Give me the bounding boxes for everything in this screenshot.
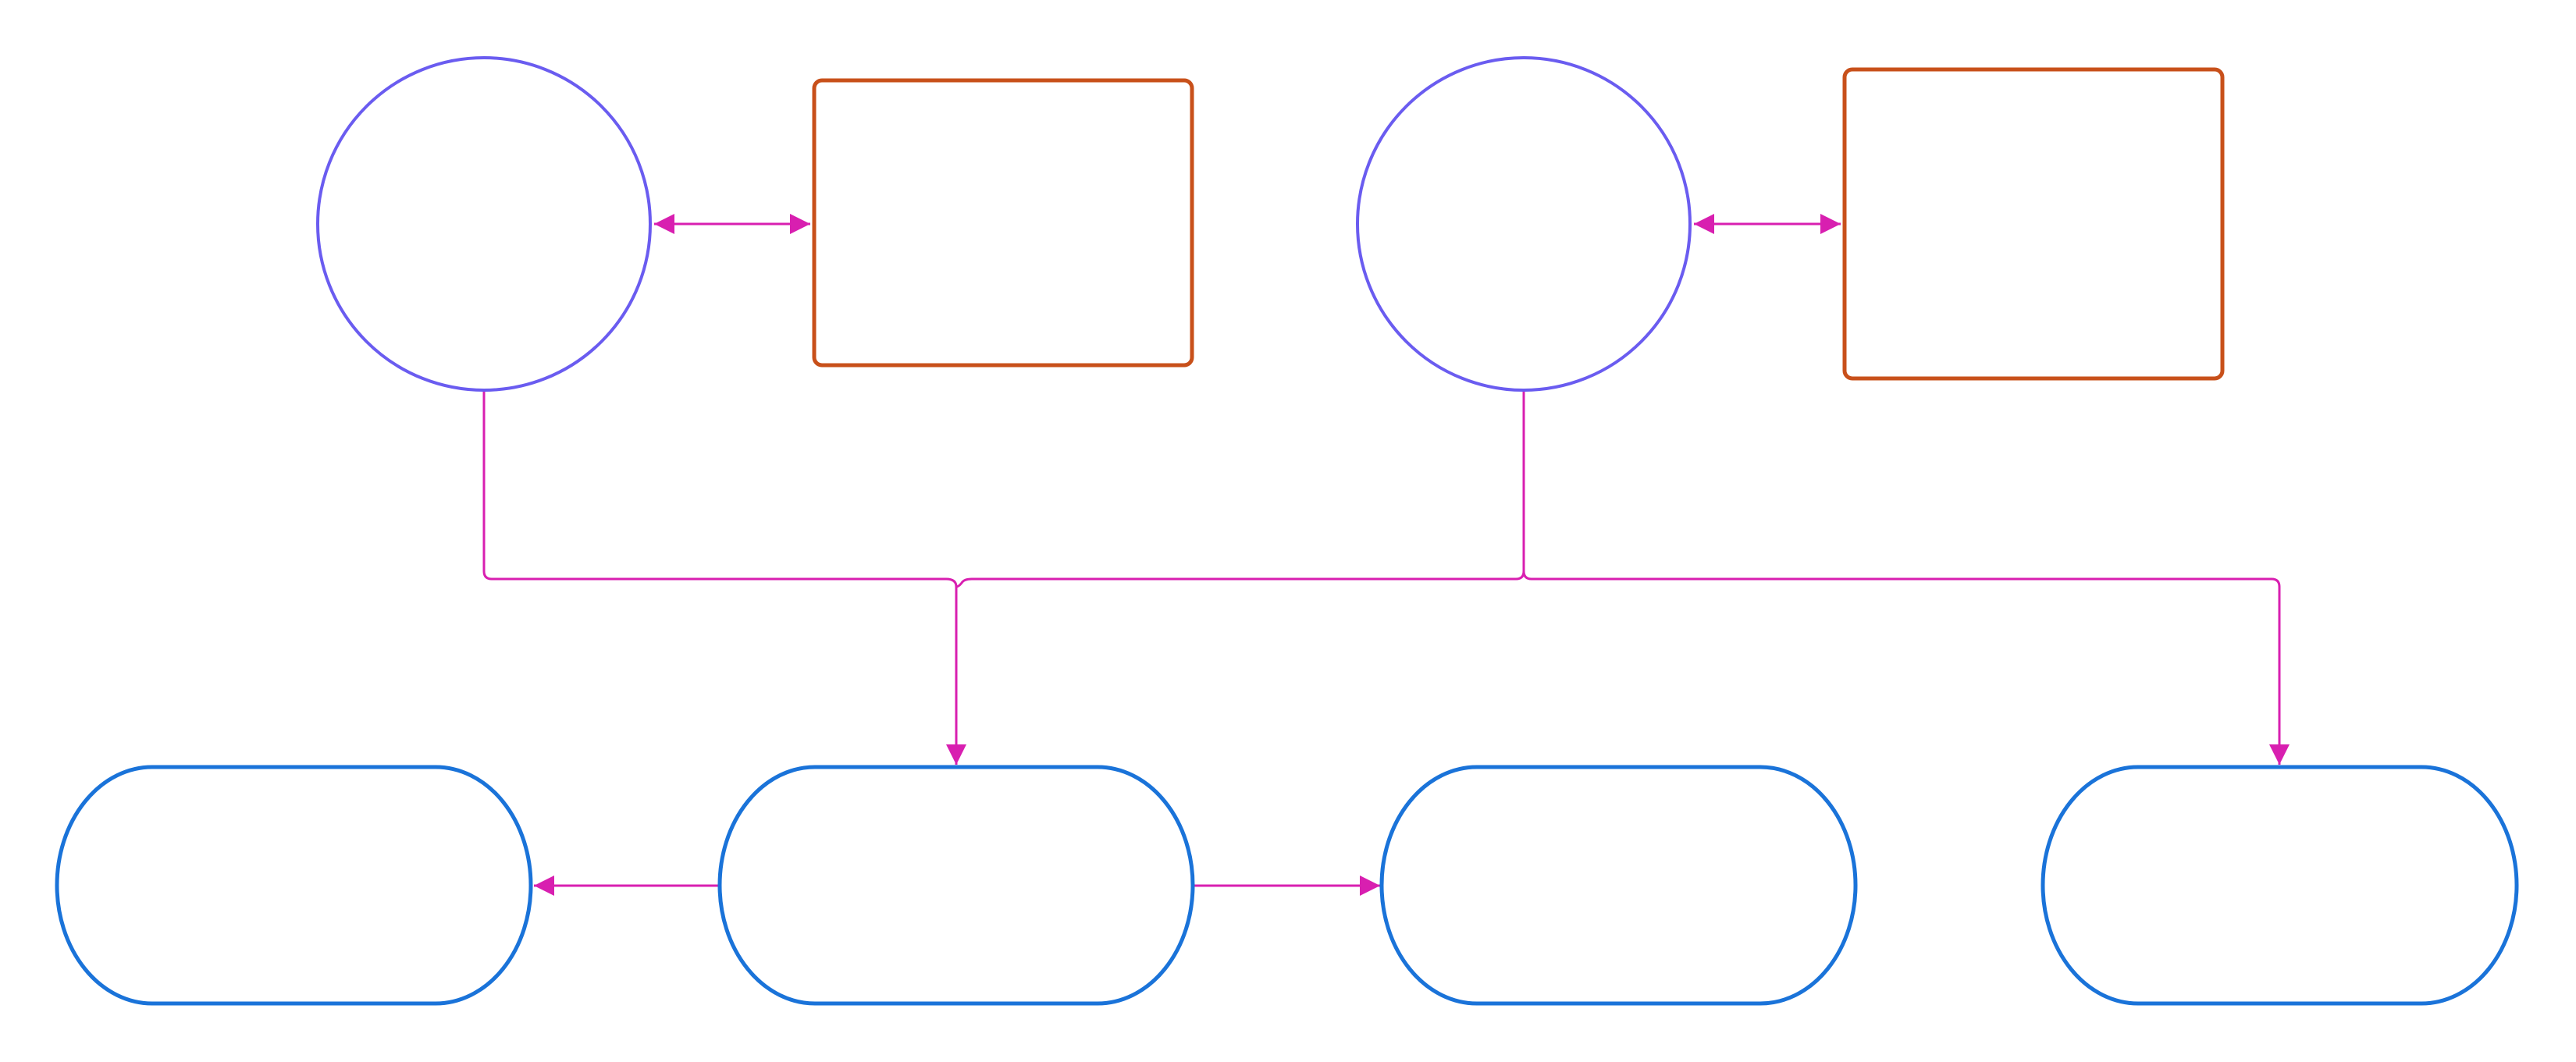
connector-circle-1-capsule-2[interactable] bbox=[482, 390, 966, 765]
capsule-node-4[interactable] bbox=[2041, 765, 2519, 1006]
box-node-1[interactable] bbox=[812, 78, 1194, 368]
circle-node-2[interactable] bbox=[1356, 56, 1692, 392]
connectors bbox=[482, 214, 2290, 896]
capsule-node-3[interactable] bbox=[1379, 765, 1858, 1006]
box-node-2[interactable] bbox=[1842, 67, 2225, 381]
connector-circle-2-capsule-4[interactable] bbox=[1522, 390, 2290, 765]
capsule-node-2[interactable] bbox=[717, 765, 1195, 1006]
connector-circle-2-capsule-2[interactable] bbox=[955, 570, 1525, 588]
capsule-node-1[interactable] bbox=[55, 765, 533, 1006]
circle-node-1[interactable] bbox=[316, 56, 652, 392]
